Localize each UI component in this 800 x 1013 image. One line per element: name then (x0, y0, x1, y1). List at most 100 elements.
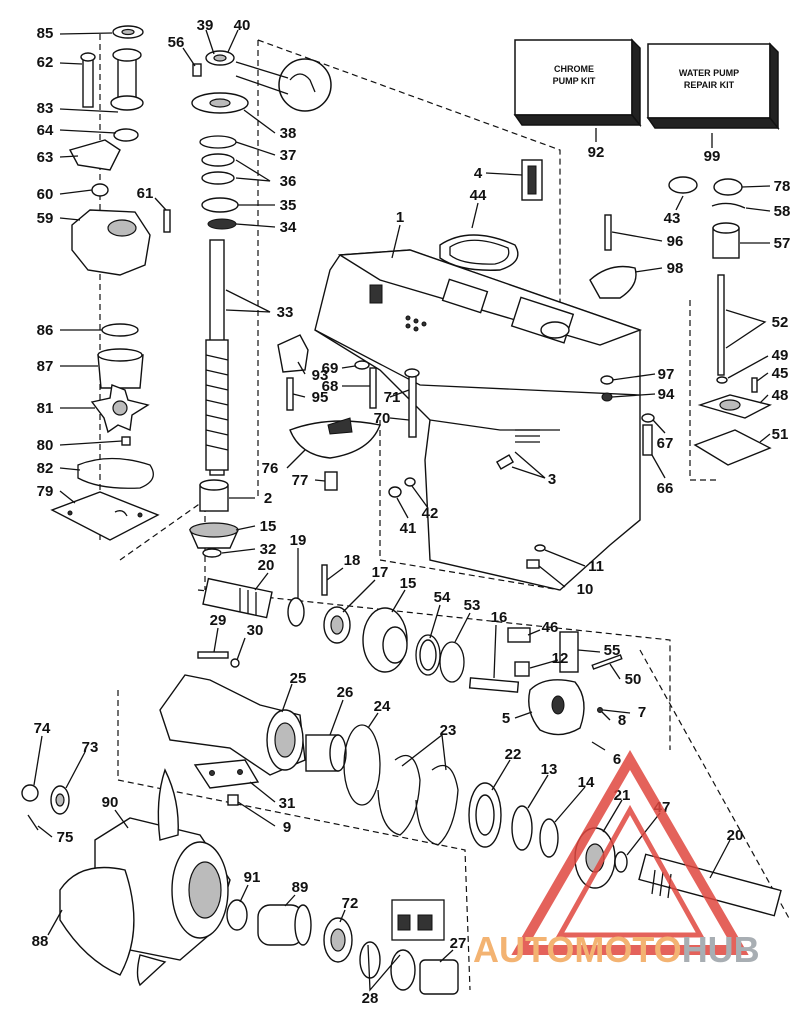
callout-73: 73 (82, 739, 99, 756)
callout-8: 8 (618, 712, 626, 729)
callout-70: 70 (374, 410, 391, 427)
callout-17: 17 (372, 564, 389, 581)
callout-89: 89 (292, 879, 309, 896)
callout-61: 61 (137, 185, 154, 202)
callout-31: 31 (279, 795, 296, 812)
callout-43: 43 (664, 210, 681, 227)
callout-49: 49 (772, 347, 789, 364)
callout-80: 80 (37, 437, 54, 454)
propeller-parts (21, 768, 459, 995)
callout-72: 72 (342, 895, 359, 912)
gearcase-housing (314, 249, 643, 591)
callout-95: 95 (312, 389, 329, 406)
callout-64: 64 (37, 122, 54, 139)
exhaust-seal-44 (439, 234, 519, 271)
leader-lines (33, 29, 771, 992)
callout-78: 78 (774, 178, 791, 195)
callout-58: 58 (774, 203, 791, 220)
callout-91: 91 (244, 869, 261, 886)
callout-45: 45 (772, 365, 789, 382)
callout-29: 29 (210, 612, 227, 629)
callout-35: 35 (280, 197, 297, 214)
callout-14: 14 (578, 774, 595, 791)
callout-23: 23 (440, 722, 457, 739)
callout-16: 16 (491, 609, 508, 626)
callout-62: 62 (37, 54, 54, 71)
callout-48: 48 (772, 387, 789, 404)
callout-37: 37 (280, 147, 297, 164)
callout-44: 44 (470, 187, 487, 204)
callout-59: 59 (37, 210, 54, 227)
callout-94: 94 (658, 386, 675, 403)
callout-9: 9 (283, 819, 291, 836)
callout-57: 57 (774, 235, 791, 252)
callout-66: 66 (657, 480, 674, 497)
callout-21: 21 (614, 787, 631, 804)
callout-2: 2 (264, 490, 272, 507)
callout-86: 86 (37, 322, 54, 339)
callout-41: 41 (400, 520, 417, 537)
callout-77: 77 (292, 472, 309, 489)
callout-26: 26 (337, 684, 354, 701)
watermark-logo: AUTOMOTOHUB (473, 750, 760, 970)
callout-39: 39 (197, 17, 214, 34)
callout-15-lower: 15 (400, 575, 417, 592)
gear-train-parts (202, 564, 623, 736)
water-kit-label-2: REPAIR KIT (684, 80, 735, 90)
callout-99: 99 (704, 148, 721, 165)
callout-85: 85 (37, 25, 54, 42)
callout-46: 46 (542, 619, 559, 636)
callout-38: 38 (280, 125, 297, 142)
callout-13: 13 (541, 761, 558, 778)
callout-53: 53 (464, 597, 481, 614)
callout-60: 60 (37, 186, 54, 203)
callout-labels: 85 62 83 64 63 60 59 61 56 39 40 38 37 3… (32, 17, 791, 1007)
driveshaft-column-parts (188, 50, 332, 558)
callout-6: 6 (613, 751, 621, 768)
callout-40: 40 (234, 17, 251, 34)
chrome-kit-label-1: CHROME (554, 64, 594, 74)
callout-7: 7 (638, 704, 646, 721)
callout-22: 22 (505, 746, 522, 763)
callout-3: 3 (548, 471, 556, 488)
watermark-text: AUTOMOTOHUB (473, 929, 760, 970)
callout-5: 5 (502, 710, 510, 727)
callout-96: 96 (667, 233, 684, 250)
callout-42: 42 (422, 505, 439, 522)
callout-12: 12 (552, 650, 569, 667)
callout-18: 18 (344, 552, 361, 569)
callout-24: 24 (374, 698, 391, 715)
right-column-parts (668, 176, 772, 466)
callout-54: 54 (434, 589, 451, 606)
callout-20-lower: 20 (727, 827, 744, 844)
callout-75: 75 (57, 829, 74, 846)
callout-50: 50 (625, 671, 642, 688)
chrome-pump-kit-box: CHROME PUMP KIT (513, 38, 642, 128)
callout-30: 30 (247, 622, 264, 639)
callout-51: 51 (772, 426, 789, 443)
callout-52: 52 (772, 314, 789, 331)
callout-19: 19 (290, 532, 307, 549)
callout-97: 97 (658, 366, 675, 383)
watermark-auto: AUTO (473, 929, 574, 970)
callout-11: 11 (588, 558, 604, 575)
callout-55: 55 (604, 642, 621, 659)
callout-93: 93 (312, 367, 329, 384)
callout-25: 25 (290, 670, 307, 687)
watermark-moto: MOTO (574, 929, 681, 970)
callout-83: 83 (37, 100, 54, 117)
callout-56: 56 (168, 34, 185, 51)
water-kit-label-1: WATER PUMP (679, 68, 739, 78)
callout-28: 28 (362, 990, 379, 1007)
pump-column-parts (50, 25, 171, 541)
callout-90: 90 (102, 794, 119, 811)
callout-98: 98 (667, 260, 684, 277)
water-pump-kit-box: WATER PUMP REPAIR KIT (646, 42, 780, 131)
callout-69: 69 (322, 360, 339, 377)
callout-79: 79 (37, 483, 54, 500)
callout-27: 27 (450, 935, 467, 952)
callout-68: 68 (322, 378, 339, 395)
callout-1: 1 (396, 209, 404, 226)
callout-15-upper: 15 (260, 518, 277, 535)
